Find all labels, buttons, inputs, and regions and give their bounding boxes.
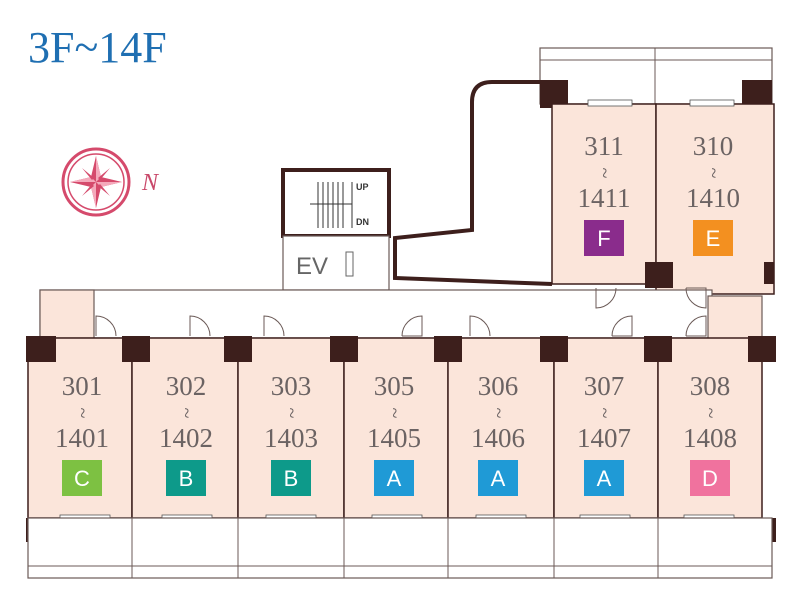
- range-separator: ~: [487, 408, 509, 419]
- unit-type-label: A: [597, 466, 612, 491]
- north-wing: [539, 47, 775, 295]
- unit-number-high: 1407: [577, 423, 631, 453]
- unit-type-badge: [584, 220, 624, 256]
- unit-type-label: B: [179, 466, 194, 491]
- south-wing: [26, 336, 776, 579]
- unit-number-low: 303: [271, 371, 312, 401]
- unit-type-label: E: [706, 226, 721, 251]
- corridor: [39, 289, 713, 339]
- unit-type-label: A: [387, 466, 402, 491]
- unit-type-label: C: [74, 466, 90, 491]
- unit-type-badge: [374, 460, 414, 496]
- unit-type-badge: [62, 460, 102, 496]
- range-separator: ~: [593, 168, 615, 179]
- range-separator: ~: [71, 408, 93, 419]
- unit-number-high: 1410: [686, 183, 740, 213]
- elevator-label: EV: [296, 253, 328, 280]
- unit-type-badge: [478, 460, 518, 496]
- door-swings: [95, 287, 707, 337]
- unit-number-high: 1402: [159, 423, 213, 453]
- unit-type-badge: [166, 460, 206, 496]
- north-label: N: [141, 170, 160, 196]
- range-separator: ~: [593, 408, 615, 419]
- unit-number-low: 305: [374, 371, 415, 401]
- unit-number-low: 310: [693, 131, 734, 161]
- unit-number-low: 301: [62, 371, 103, 401]
- unit-number-low: 307: [584, 371, 625, 401]
- unit-type-label: A: [491, 466, 506, 491]
- unit-type-label: D: [702, 466, 718, 491]
- compass-icon: [61, 147, 131, 217]
- unit-number-low: 311: [584, 131, 624, 161]
- unit-type-label: F: [597, 226, 610, 251]
- unit-number-high: 1406: [471, 423, 525, 453]
- unit-type-badge: [584, 460, 624, 496]
- unit-type-badge: [271, 460, 311, 496]
- range-separator: ~: [383, 408, 405, 419]
- unit-number-low: 306: [478, 371, 519, 401]
- unit-number-high: 1403: [264, 423, 318, 453]
- unit-type-label: B: [284, 466, 299, 491]
- floor-title: 3F~14F: [28, 23, 167, 72]
- unit-type-badge: [690, 460, 730, 496]
- stair-up-label: UP: [356, 182, 369, 192]
- stair-down-label: DN: [356, 217, 369, 227]
- unit-type-badge: [693, 220, 733, 256]
- unit-number-high: 1408: [683, 423, 737, 453]
- stair-core: UP DN EV: [281, 168, 391, 291]
- range-separator: ~: [699, 408, 721, 419]
- unit-number-low: 302: [166, 371, 207, 401]
- unit-number-high: 1401: [55, 423, 109, 453]
- range-separator: ~: [175, 408, 197, 419]
- range-separator: ~: [280, 408, 302, 419]
- unit-number-high: 1405: [367, 423, 421, 453]
- range-separator: ~: [702, 168, 724, 179]
- unit-number-low: 308: [690, 371, 731, 401]
- unit-number-high: 1411: [578, 183, 631, 213]
